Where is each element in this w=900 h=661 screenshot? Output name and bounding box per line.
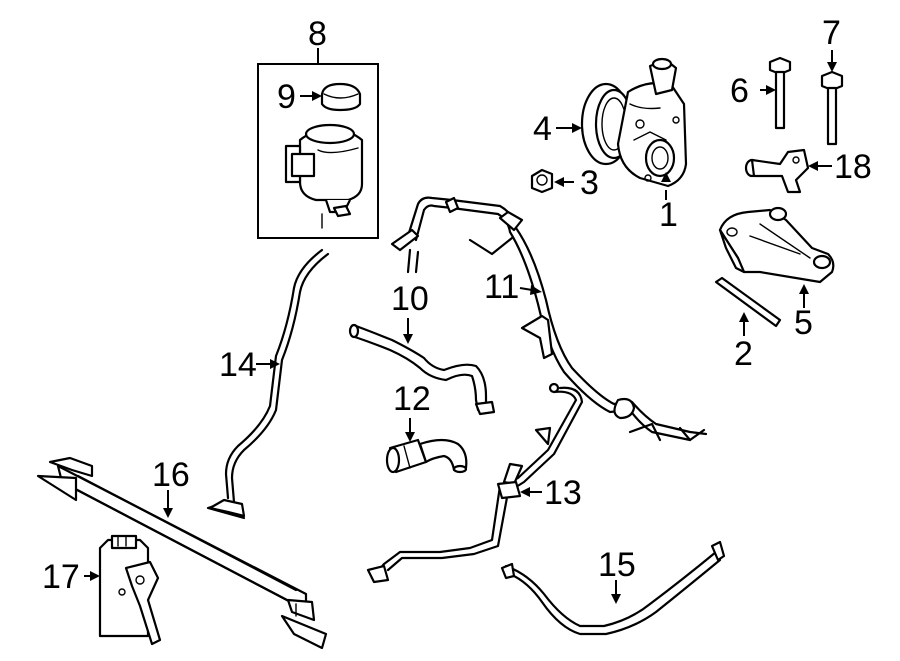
callout-7: 7 <box>822 14 841 52</box>
stud-2[interactable] <box>714 276 782 336</box>
callout-9: 9 <box>277 78 296 116</box>
bolt-6[interactable] <box>760 56 792 130</box>
callout-12: 12 <box>393 380 431 418</box>
callout-5-arrow <box>799 284 809 294</box>
callout-1: 1 <box>659 196 678 234</box>
callout-1-arrow <box>661 172 671 182</box>
nut-3[interactable] <box>530 168 574 194</box>
callout-15: 15 <box>598 546 636 584</box>
callout-11: 11 <box>484 268 519 306</box>
callout-11-leader <box>519 287 533 291</box>
reservoir-body[interactable] <box>284 123 364 229</box>
callout-15-arrow <box>611 594 621 604</box>
callout-2-arrow <box>739 312 749 322</box>
callout-6-arrow <box>766 85 776 95</box>
bracket-17[interactable] <box>84 534 162 646</box>
pump-bracket-5[interactable] <box>718 206 835 308</box>
callout-7-arrow <box>827 62 837 72</box>
hose-10[interactable] <box>348 318 496 416</box>
callout-3: 3 <box>580 164 599 202</box>
callout-16-arrow <box>163 508 173 518</box>
callout-5: 5 <box>794 304 813 342</box>
sensor-18[interactable] <box>744 148 832 194</box>
callout-9-arrow <box>312 91 322 101</box>
line-13[interactable] <box>366 382 584 584</box>
callout-14-arrow <box>270 359 280 369</box>
callout-4-arrow <box>572 123 582 133</box>
callout-13: 13 <box>544 474 582 512</box>
callout-8: 8 <box>308 15 327 53</box>
pressure-line-11[interactable] <box>390 196 708 442</box>
return-hose-14[interactable] <box>206 248 330 520</box>
reservoir-assembly[interactable] <box>257 48 379 239</box>
callout-6: 6 <box>730 72 749 110</box>
callout-14: 14 <box>219 346 257 384</box>
tube-15[interactable] <box>500 540 726 636</box>
callout-17-arrow <box>90 571 100 581</box>
callout-11-arrow <box>530 285 542 295</box>
power-steering-pump[interactable] <box>556 57 688 200</box>
hose-12[interactable] <box>385 418 468 474</box>
callout-18: 18 <box>834 148 872 186</box>
callout-3-arrow <box>554 177 564 187</box>
callout-18-arrow <box>808 161 818 171</box>
callout-13-arrow <box>520 487 530 497</box>
callout-12-arrow <box>405 432 415 442</box>
callout-17: 17 <box>42 558 80 596</box>
callout-2: 2 <box>734 335 753 373</box>
callout-10: 10 <box>391 280 429 318</box>
callout-10-arrow <box>403 334 413 344</box>
cooler-assembly-16[interactable] <box>36 456 328 650</box>
bolt-7[interactable] <box>820 50 844 146</box>
callout-4: 4 <box>533 110 552 148</box>
callout-16: 16 <box>152 456 190 494</box>
reservoir-cap[interactable] <box>300 82 362 112</box>
